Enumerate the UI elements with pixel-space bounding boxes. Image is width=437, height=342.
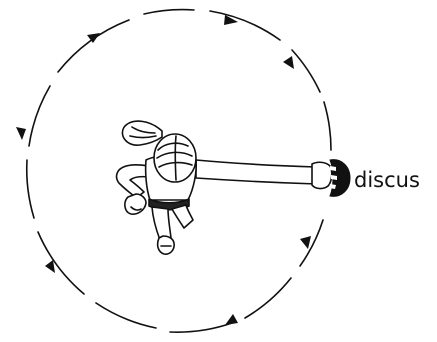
arrowhead-icon — [283, 56, 294, 69]
shoe — [158, 236, 175, 254]
left-arm — [117, 165, 148, 198]
discus-label: discus — [354, 168, 420, 192]
left-hand — [125, 194, 146, 214]
left-leg — [152, 207, 171, 240]
discus-icon — [329, 160, 350, 197]
athlete-top-view-icon — [117, 121, 332, 254]
right-hand — [312, 162, 332, 188]
right-arm — [196, 160, 317, 184]
right-leg — [172, 205, 193, 228]
arrowhead-icon — [300, 236, 311, 249]
arrowhead-icon — [16, 127, 26, 140]
ponytail — [122, 121, 162, 145]
arrowhead-icon — [225, 314, 238, 325]
arrowhead-icon — [45, 260, 55, 273]
